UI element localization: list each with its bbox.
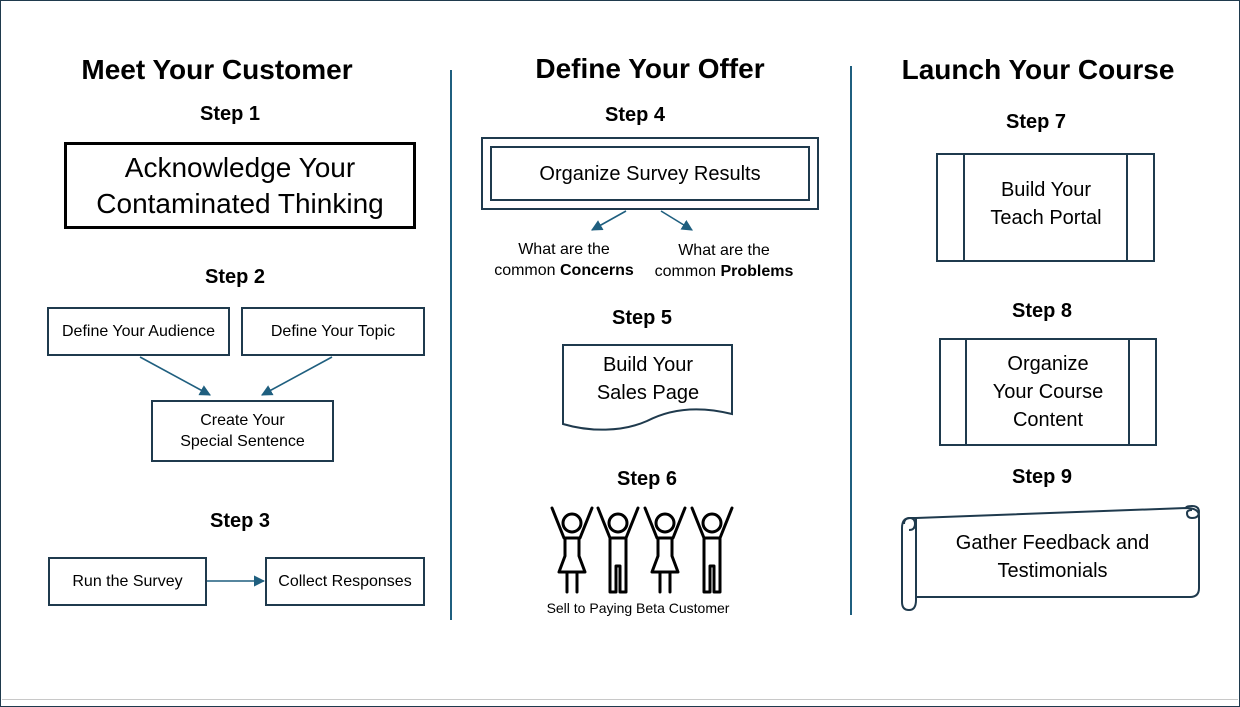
course-content-text: Organize Your Course Content — [967, 350, 1129, 434]
step-5-label: Step 5 — [611, 307, 673, 329]
column-heading-meet-your-customer: Meet Your Customer — [81, 54, 353, 85]
special-sentence-line-2: Special Sentence — [180, 433, 305, 450]
feedback-line-2: Testimonials — [997, 560, 1108, 582]
step-2-label: Step 2 — [204, 266, 266, 288]
teach-portal-text: Build Your Teach Portal — [965, 176, 1127, 232]
column-heading-define-your-offer: Define Your Offer — [535, 53, 765, 84]
collect-responses-box: Collect Responses — [265, 557, 425, 606]
column-divider-1 — [450, 70, 452, 620]
branch-concerns: What are the common Concerns — [485, 239, 643, 281]
step-9-label: Step 9 — [1011, 466, 1073, 488]
course-content-line-3: Content — [1012, 409, 1084, 431]
sales-page-line-2: Sales Page — [596, 382, 700, 404]
define-audience-box: Define Your Audience — [47, 307, 230, 356]
branch-concerns-line-2: common Concerns — [485, 260, 643, 281]
branch-problems: What are the common Problems — [645, 240, 803, 282]
step-6-label: Step 6 — [616, 468, 678, 490]
step-1-line-2: Contaminated Thinking — [96, 187, 384, 219]
branch-problems-line-2: common Problems — [645, 261, 803, 282]
teach-portal-line-1: Build Your — [1000, 179, 1092, 201]
beta-customer-caption: Sell to Paying Beta Customer — [546, 600, 730, 616]
branch-problems-bold: Problems — [720, 263, 794, 280]
column-heading-launch-your-course: Launch Your Course — [901, 54, 1175, 85]
branch-problems-prefix: common — [654, 263, 721, 280]
sales-page-line-1: Build Your — [602, 354, 694, 376]
teach-portal-line-2: Teach Portal — [990, 207, 1102, 229]
branch-concerns-bold: Concerns — [560, 262, 634, 279]
branch-concerns-line-1: What are the — [518, 241, 610, 258]
step-1-box: Acknowledge Your Contaminated Thinking — [64, 142, 416, 229]
step-7-label: Step 7 — [1005, 111, 1067, 133]
special-sentence-line-1: Create Your — [200, 412, 285, 429]
step-8-label: Step 8 — [1011, 300, 1073, 322]
organize-survey-results-box: Organize Survey Results — [490, 146, 810, 201]
feedback-text: Gather Feedback and Testimonials — [920, 529, 1185, 585]
branch-concerns-prefix: common — [494, 262, 560, 279]
bottom-rule — [2, 699, 1238, 700]
sales-page-text: Build Your Sales Page — [563, 351, 733, 407]
course-content-line-1: Organize — [1007, 353, 1089, 375]
course-content-line-2: Your Course — [992, 381, 1104, 403]
column-divider-2 — [850, 66, 852, 615]
run-survey-box: Run the Survey — [48, 557, 207, 606]
step-4-label: Step 4 — [604, 104, 666, 126]
step-3-label: Step 3 — [209, 510, 271, 532]
special-sentence-box: Create Your Special Sentence — [151, 400, 334, 462]
feedback-line-1: Gather Feedback and — [955, 532, 1150, 554]
step-1-label: Step 1 — [199, 103, 261, 125]
step-1-line-1: Acknowledge Your — [124, 151, 356, 183]
branch-problems-line-1: What are the — [678, 242, 770, 259]
define-topic-box: Define Your Topic — [241, 307, 425, 356]
